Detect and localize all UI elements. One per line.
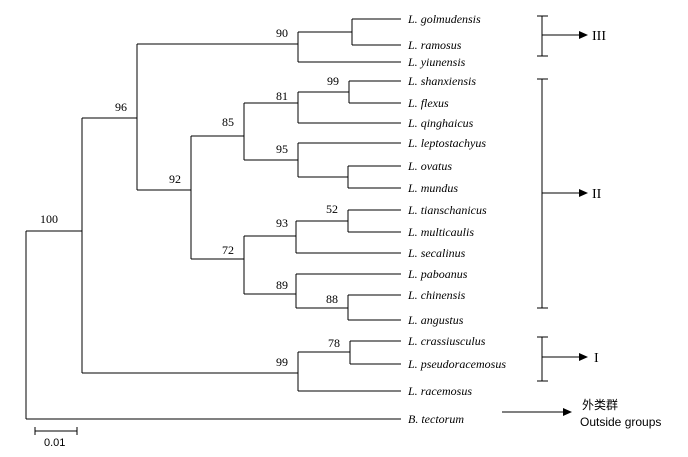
arrow-head-icon [563, 408, 572, 416]
arrow-head-icon [579, 31, 588, 39]
bootstrap-value: 90 [276, 26, 288, 40]
bootstrap-value: 81 [276, 89, 288, 103]
bootstrap-value: 99 [327, 74, 339, 88]
bootstrap-value: 88 [326, 292, 338, 306]
scale-bar: 0.01 [34, 427, 78, 449]
scale-bar-label: 0.01 [44, 437, 65, 449]
arrow-head-icon [579, 189, 588, 197]
taxon-label: L. crassiusculus [407, 334, 486, 348]
taxon-label: L. mundus [407, 181, 458, 195]
clade-bracket-I: I [537, 336, 599, 382]
clade-bracket-III: III [537, 15, 606, 57]
bootstrap-value: 96 [115, 100, 127, 114]
taxon-label: L. tianschanicus [407, 203, 487, 217]
taxon-label: L. ovatus [407, 159, 452, 173]
taxon-label: L. racemosus [407, 384, 472, 398]
bootstrap-value: 92 [169, 172, 181, 186]
bootstrap-value: 72 [222, 243, 234, 257]
taxon-label: L. paboanus [407, 267, 468, 281]
taxon-label: L. golmudensis [407, 12, 481, 26]
taxon-label: L. angustus [407, 313, 464, 327]
bootstrap-value: 99 [276, 355, 288, 369]
clade-label-II: II [592, 187, 602, 202]
bootstrap-value: 93 [276, 216, 288, 230]
bootstrap-values: 100 96 90 92 85 81 99 95 72 93 52 89 88 … [40, 26, 340, 369]
taxon-label: L. chinensis [407, 288, 466, 302]
taxon-label: L. qinghaicus [407, 116, 474, 130]
taxon-label: L. pseudoracemosus [407, 357, 506, 371]
bootstrap-value: 89 [276, 278, 288, 292]
outgroup-label-cn: 外类群 [582, 398, 618, 412]
taxon-labels: L. golmudensis L. ramosus L. yiunensis L… [407, 12, 506, 426]
taxon-label: L. ramosus [407, 38, 462, 52]
bootstrap-value: 95 [276, 142, 288, 156]
bootstrap-value: 100 [40, 212, 58, 226]
taxon-label: L. flexus [407, 96, 449, 110]
bootstrap-value: 78 [328, 336, 340, 350]
taxon-label-outgroup: B. tectorum [408, 412, 464, 426]
tree-branches [25, 18, 401, 420]
outgroup-label-en: Outside groups [580, 415, 661, 429]
taxon-label: L. shanxiensis [407, 74, 476, 88]
arrow-head-icon [579, 353, 588, 361]
taxon-label: L. yiunensis [407, 55, 466, 69]
clade-bracket-II: II [537, 78, 602, 309]
taxon-label: L. leptostachyus [407, 136, 486, 150]
clade-label-I: I [594, 351, 599, 366]
bootstrap-value: 52 [326, 202, 338, 216]
taxon-label: L. secalinus [407, 246, 466, 260]
taxon-label: L. multicaulis [407, 225, 474, 239]
bootstrap-value: 85 [222, 115, 234, 129]
outgroup-marker: 外类群 Outside groups [502, 398, 661, 429]
clade-label-III: III [592, 29, 606, 44]
